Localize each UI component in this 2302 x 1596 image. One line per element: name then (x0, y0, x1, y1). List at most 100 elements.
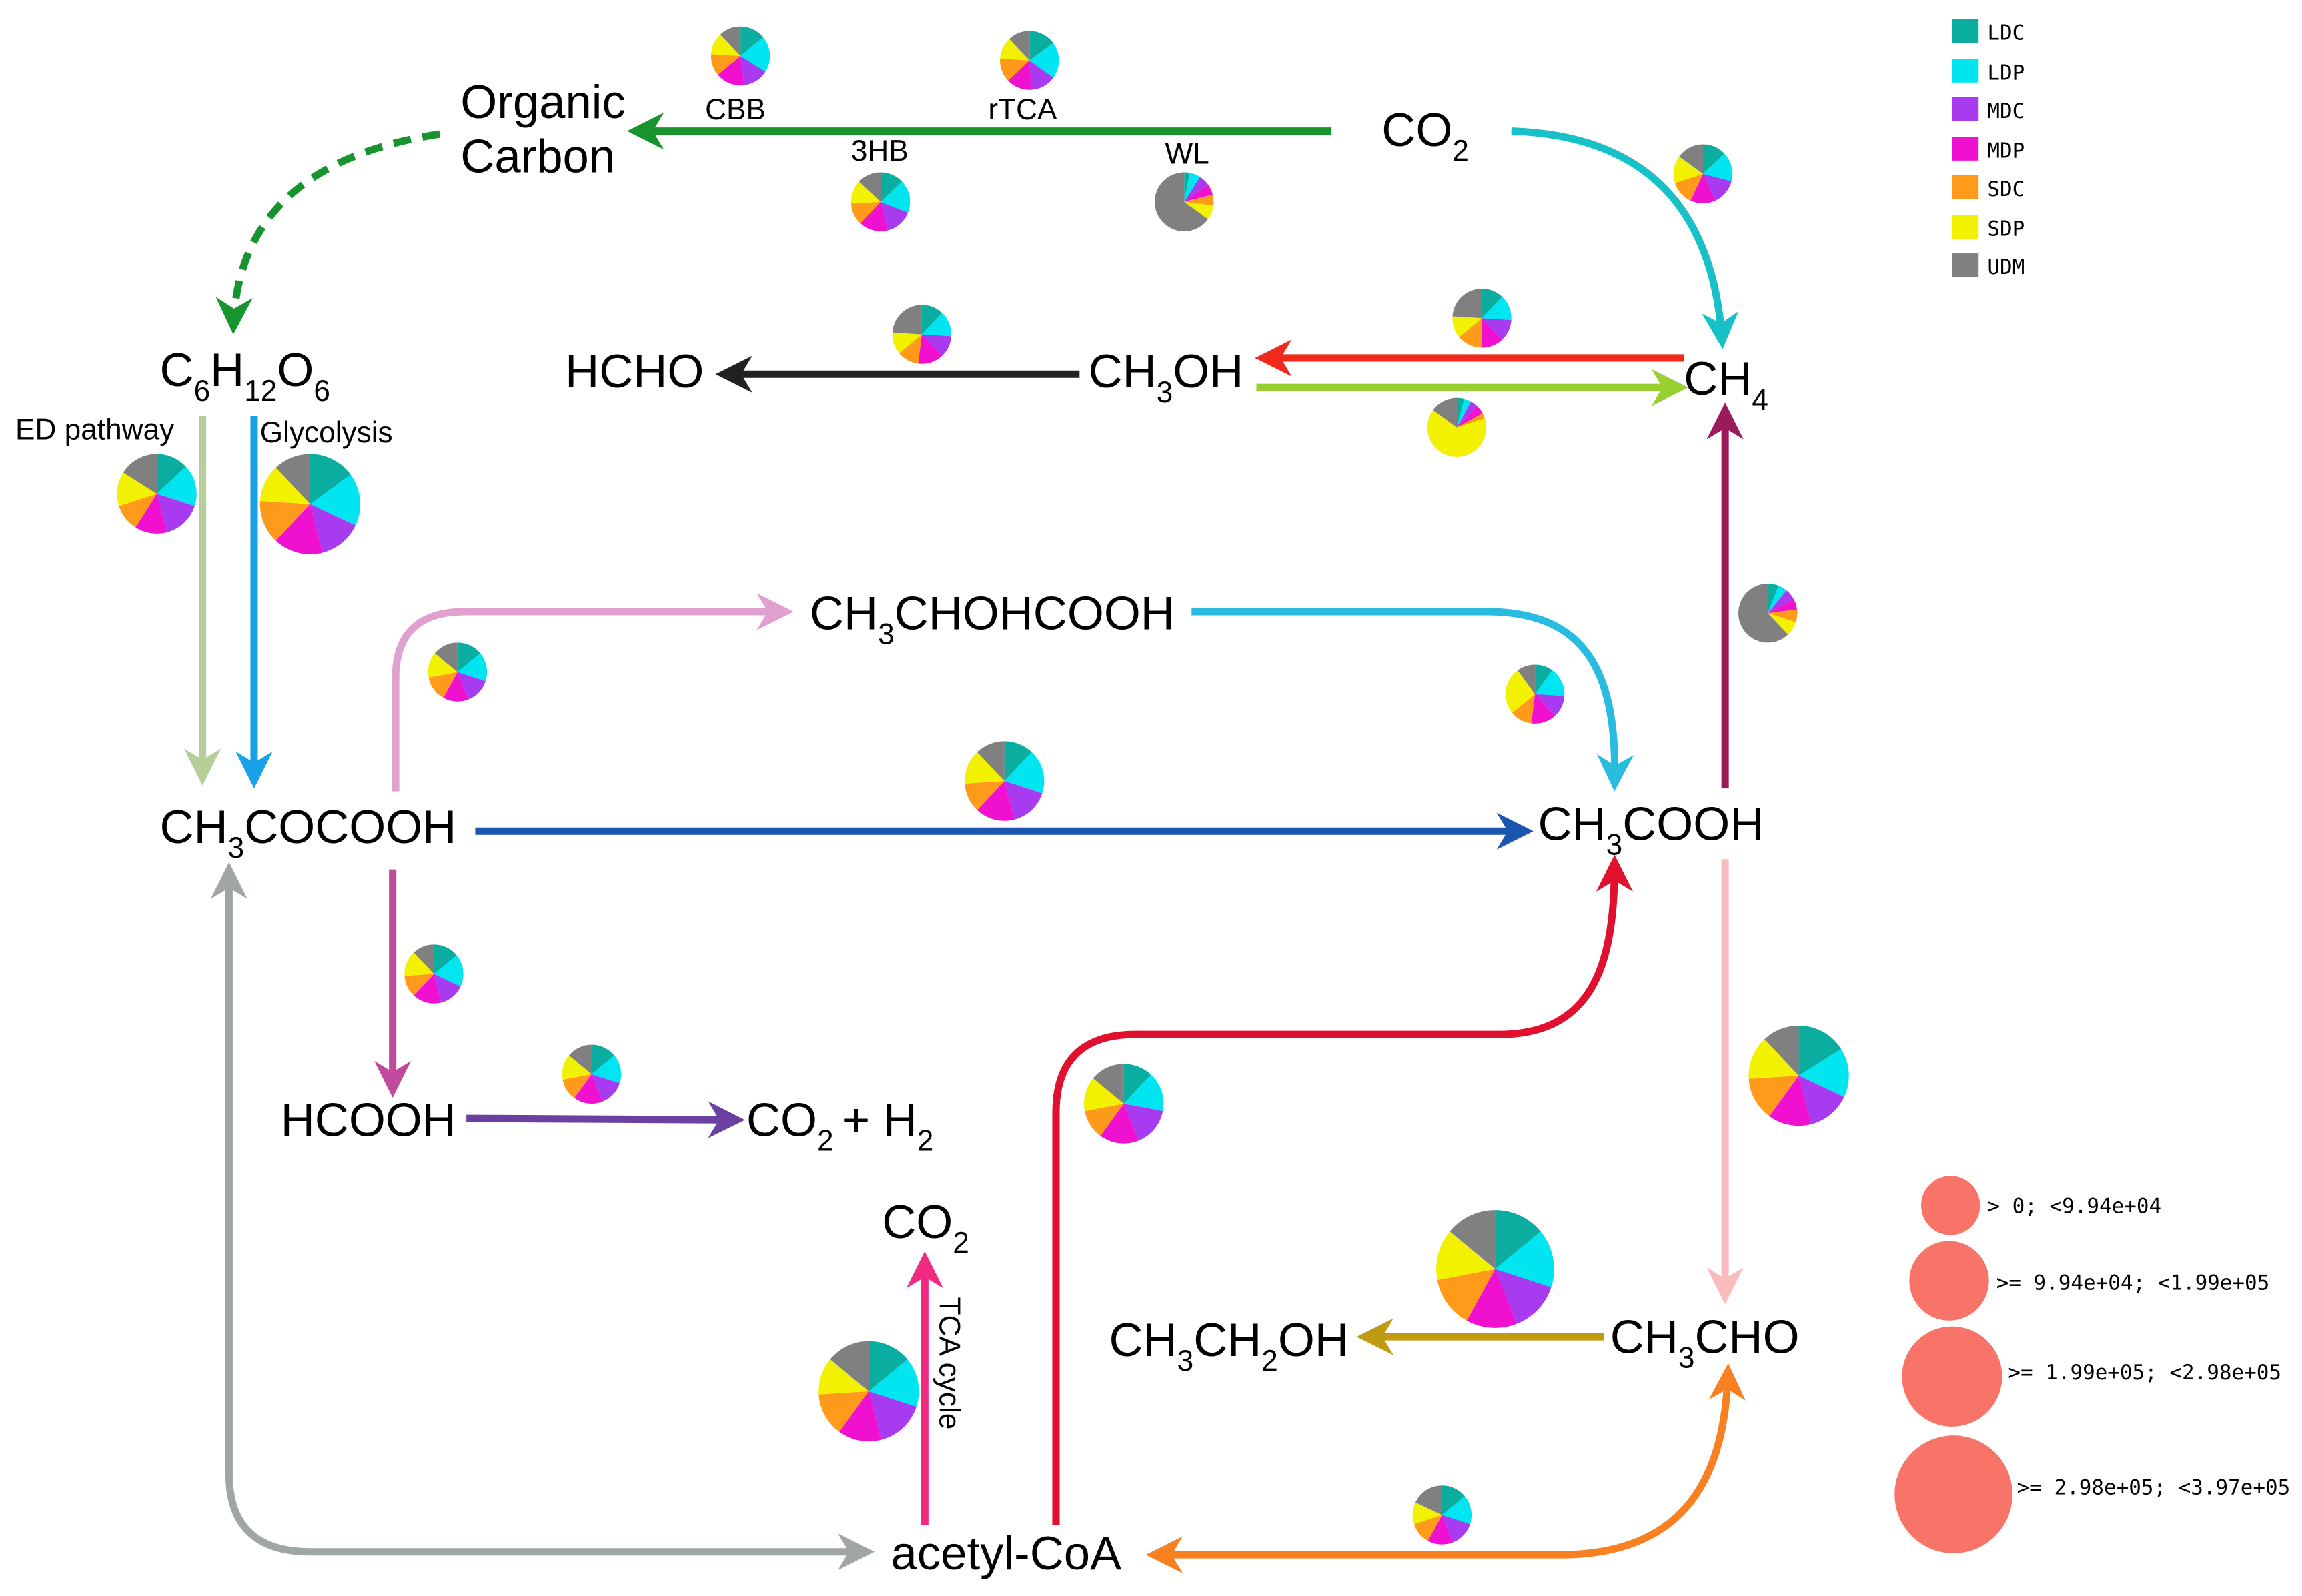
size-legend-label: > 0; <9.94e+04 (1987, 1194, 2161, 1219)
pie-slice-mdp (1100, 1103, 1139, 1144)
pie-pyruvate-to-lactate (428, 642, 488, 702)
cbb-label: CBB (705, 93, 766, 126)
lactate-node: CH3CHOHCOOH (810, 587, 1175, 651)
arrow-pyruvate-acetylcoa (210, 862, 875, 1571)
pie-slice-ldc (921, 305, 943, 335)
pie-slice-sdc (818, 1391, 869, 1432)
pie-slice-mdp (443, 672, 469, 702)
legend-swatch (1952, 175, 1979, 199)
pie-slice-ldp (310, 474, 361, 526)
3hb-label: 3HB (851, 135, 909, 167)
pie-slice-udm (434, 642, 458, 672)
pie-slice-ldc (1495, 1210, 1541, 1269)
pie-slice-mdp (839, 1391, 882, 1441)
pie-slice-mdc (881, 201, 909, 231)
pie-acetate-to-methane (1738, 584, 1798, 643)
pie-slice-ldc (1029, 31, 1053, 61)
pie-slice-udm (123, 454, 157, 494)
pie-slice-udm (1155, 172, 1208, 231)
legend-item: SDC (1952, 175, 2025, 201)
pie-slice-sdc (1459, 318, 1482, 348)
pie-slice-mdp (1768, 598, 1798, 614)
legend-item: LDC (1952, 19, 2025, 45)
rtca-label: rTCA (988, 93, 1057, 126)
pie-slice-mdp (977, 781, 1015, 821)
pie-slice-sdp (1505, 670, 1536, 713)
pie-pyruvate-to-formate (404, 944, 464, 1004)
organic-carbon-label-line1: Organic (460, 75, 626, 128)
legend-swatch (1952, 253, 1979, 277)
pie-slice-sdc (428, 672, 458, 698)
pie-slice-sdp (1000, 39, 1030, 61)
pie-slice-sdc (850, 201, 881, 223)
pie-slice-ldp (457, 653, 488, 682)
pie-slice-sdc (1748, 1076, 1799, 1116)
pie-slice-udm (568, 1044, 592, 1074)
pie-slice-mdp (1427, 1515, 1454, 1545)
pie-slice-mdp (1466, 1269, 1517, 1328)
size-legend-label: >= 9.94e+04; <1.99e+05 (1996, 1271, 2270, 1295)
pie-slice-mdc (1768, 590, 1794, 614)
legend-label: UDM (1987, 255, 2025, 279)
pie-slice-mdp (1769, 1076, 1812, 1126)
pie-acetate-to-acetaldehyde (1748, 1025, 1849, 1126)
pie-slice-mdc (1535, 694, 1565, 716)
pie-slice-udm (720, 26, 741, 56)
pie-slice-ldc (1768, 584, 1779, 614)
pie-slice-mdc (1442, 1515, 1470, 1543)
hcho-node: HCHO (565, 345, 704, 397)
legend-item: MDC (1952, 97, 2025, 123)
pie-slice-ldp (1442, 1496, 1472, 1525)
size-legend-circle (1921, 1176, 1980, 1235)
size-legend: > 0; <9.94e+04 >= 9.94e+04; <1.99e+05 >=… (1894, 1176, 2290, 1553)
pie-slice-sdp (850, 181, 881, 204)
pie-slice-sdc (404, 974, 434, 996)
arrow-organic-carbon-to-glucose (215, 130, 441, 335)
pie-slice-udm (858, 172, 881, 202)
pie-slice-mdc (1029, 60, 1053, 90)
pie-slice-mdc (157, 494, 195, 533)
size-legend-circle (1902, 1326, 2002, 1427)
pie-slice-ldp (1029, 43, 1059, 78)
size-legend-circle (1894, 1435, 2013, 1553)
nodes: Organic Carbon CO2 C6H12O6 HCHO CH3OH CH… (160, 75, 1800, 1579)
pie-slice-mdp (1007, 60, 1031, 90)
pie-slice-udm (892, 305, 922, 335)
co2-h2-node: CO2+ H2 (746, 1094, 933, 1158)
pie-tca-cycle (818, 1341, 919, 1441)
pie-acetaldehyde-to-ethanol (1436, 1210, 1554, 1328)
pie-slice-ldp (1456, 398, 1472, 428)
legend-swatch (1952, 137, 1979, 161)
pie-slice-sdp (1748, 1039, 1799, 1079)
pie-slice-ldc (591, 1044, 615, 1074)
tca-cycle-label: TCA cycle (933, 1297, 965, 1429)
legend-label: LDC (1987, 21, 2025, 45)
pie-slice-sdp (1436, 1231, 1496, 1281)
pie-methane-to-methanol (1452, 289, 1512, 348)
pie-slice-mdc (1123, 1103, 1163, 1141)
pie-slice-ldp (1123, 1074, 1164, 1112)
pathway-labels: CBB rTCA 3HB WL ED pathway Glycolysis TC… (15, 93, 1209, 1429)
organic-carbon-label-line2: Carbon (460, 130, 615, 183)
glycolysis-label: Glycolysis (260, 416, 393, 449)
pie-methanol-to-hcho (892, 305, 952, 364)
pie-slice-sdc (1413, 1515, 1442, 1541)
pie-slice-ldc (1004, 741, 1032, 782)
pie-slice-sdc (899, 334, 922, 364)
pie-slice-ldp (1004, 752, 1045, 794)
arrow-acetylcoa-to-acetate (1052, 854, 1634, 1525)
pie-slice-ldp (921, 313, 952, 337)
methanol-node: CH3OH (1089, 345, 1244, 409)
pie-slice-mdp (1690, 173, 1716, 203)
pie-slice-ldc (1482, 289, 1502, 319)
legend-swatch (1952, 59, 1979, 83)
pie-charts (117, 26, 1849, 1545)
pie-slice-ldc (1798, 1025, 1842, 1076)
size-legend-circle (1909, 1241, 1989, 1321)
legend-label: LDP (1987, 61, 2025, 85)
pie-slice-mdp (135, 494, 167, 534)
pie-slice-ldc (157, 454, 186, 494)
pie-slice-mdp (275, 504, 323, 554)
pie-slice-ldp (1495, 1231, 1554, 1287)
size-legend-label: >= 1.99e+05; <2.98e+05 (2008, 1361, 2281, 1385)
